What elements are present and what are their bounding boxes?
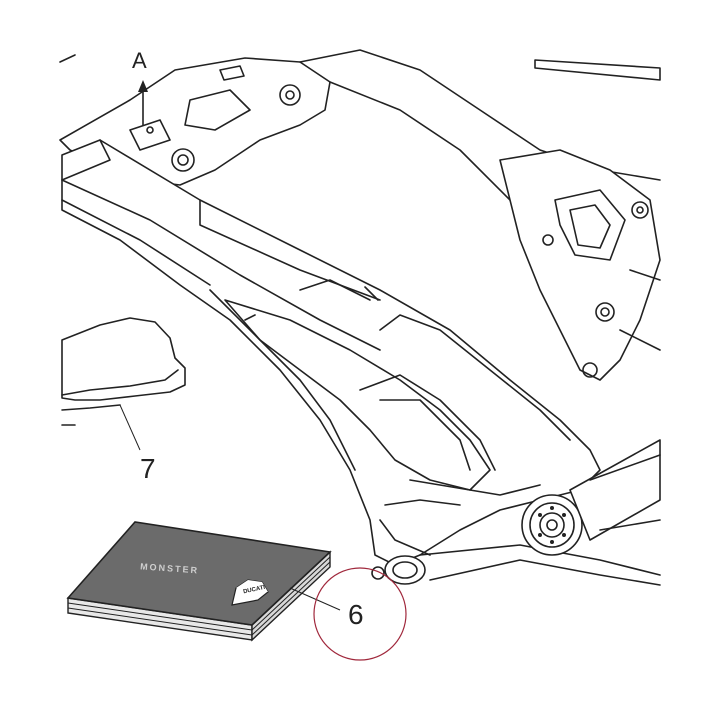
manual-title: MONSTER <box>140 561 200 575</box>
manual-cover <box>66 521 332 626</box>
view-label-a: A <box>132 48 147 73</box>
part-seat-cover: 7 <box>61 317 186 484</box>
rear-subframe <box>61 139 661 586</box>
callout-7: 7 <box>140 453 156 484</box>
view-arrow-a: A <box>132 48 148 126</box>
highlight-circle <box>313 567 407 661</box>
callout-6: 6 <box>348 599 364 630</box>
right-frame-section <box>299 49 661 381</box>
svg-text:DUCATI: DUCATI <box>243 585 266 596</box>
ducati-logo-icon: DUCATI <box>231 579 269 606</box>
part-owners-manual: MONSTER DUCATI 6 <box>66 521 364 642</box>
